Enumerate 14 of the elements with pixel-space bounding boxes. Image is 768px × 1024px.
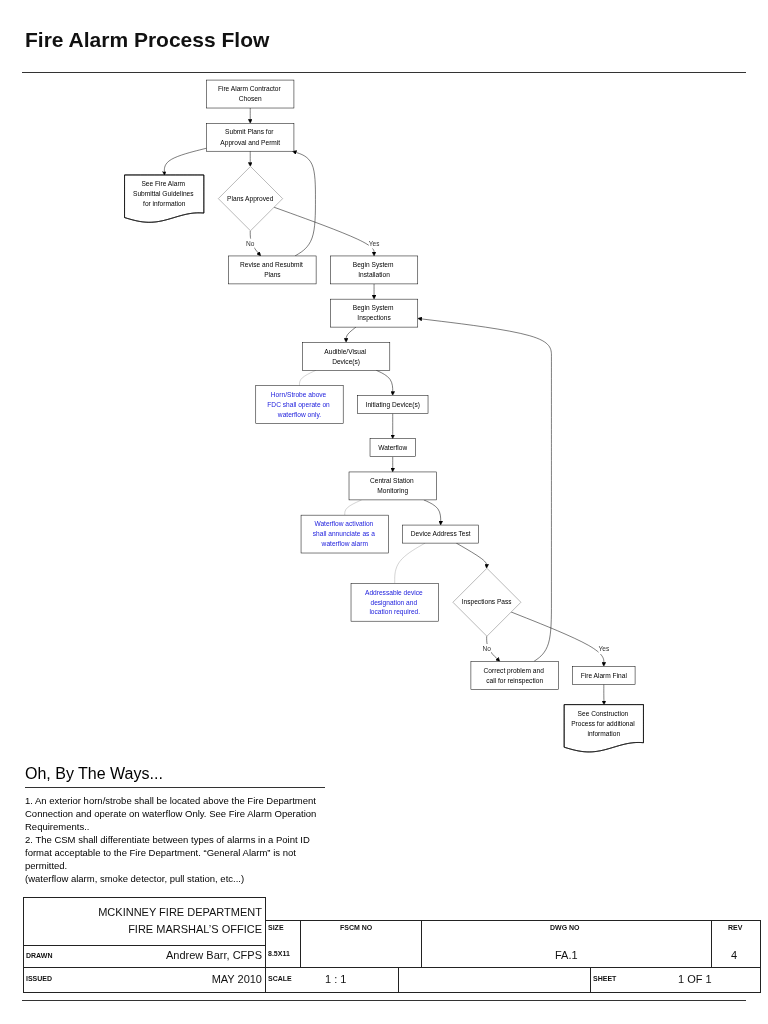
note-text: 1. An exterior horn/strobe shall be located above the Fire Department Connection and operate on waterflow Only. See Fire Alarm Operation Requirements.. [25,794,318,833]
field-value: MAY 2010 [211,973,262,985]
field-value: 1 OF 1 [678,973,712,985]
note-text: (waterflow alarm, smoke detector, pull station, etc...) [25,872,246,885]
note-text: 2. The CSM shall differentiate between types of alarms in a Point ID format acceptable to the Fire Department. “General Alarm” is not permitted. [25,833,311,872]
field-value: 4 [731,949,738,961]
diagram-title: Fire Alarm Process Flow [25,28,270,52]
office-name: FIRE MARSHAL’S OFFICE [128,923,262,935]
leader-line [344,499,362,516]
department-name: MCKINNEY FIRE DEPARTMENT [98,906,262,918]
field-value: 1 : 1 [325,973,347,985]
notes-heading: Oh, By The Ways... [25,765,325,788]
field-value: FA.1 [555,949,578,961]
field-value: Andrew Barr, CFPS [166,949,262,961]
